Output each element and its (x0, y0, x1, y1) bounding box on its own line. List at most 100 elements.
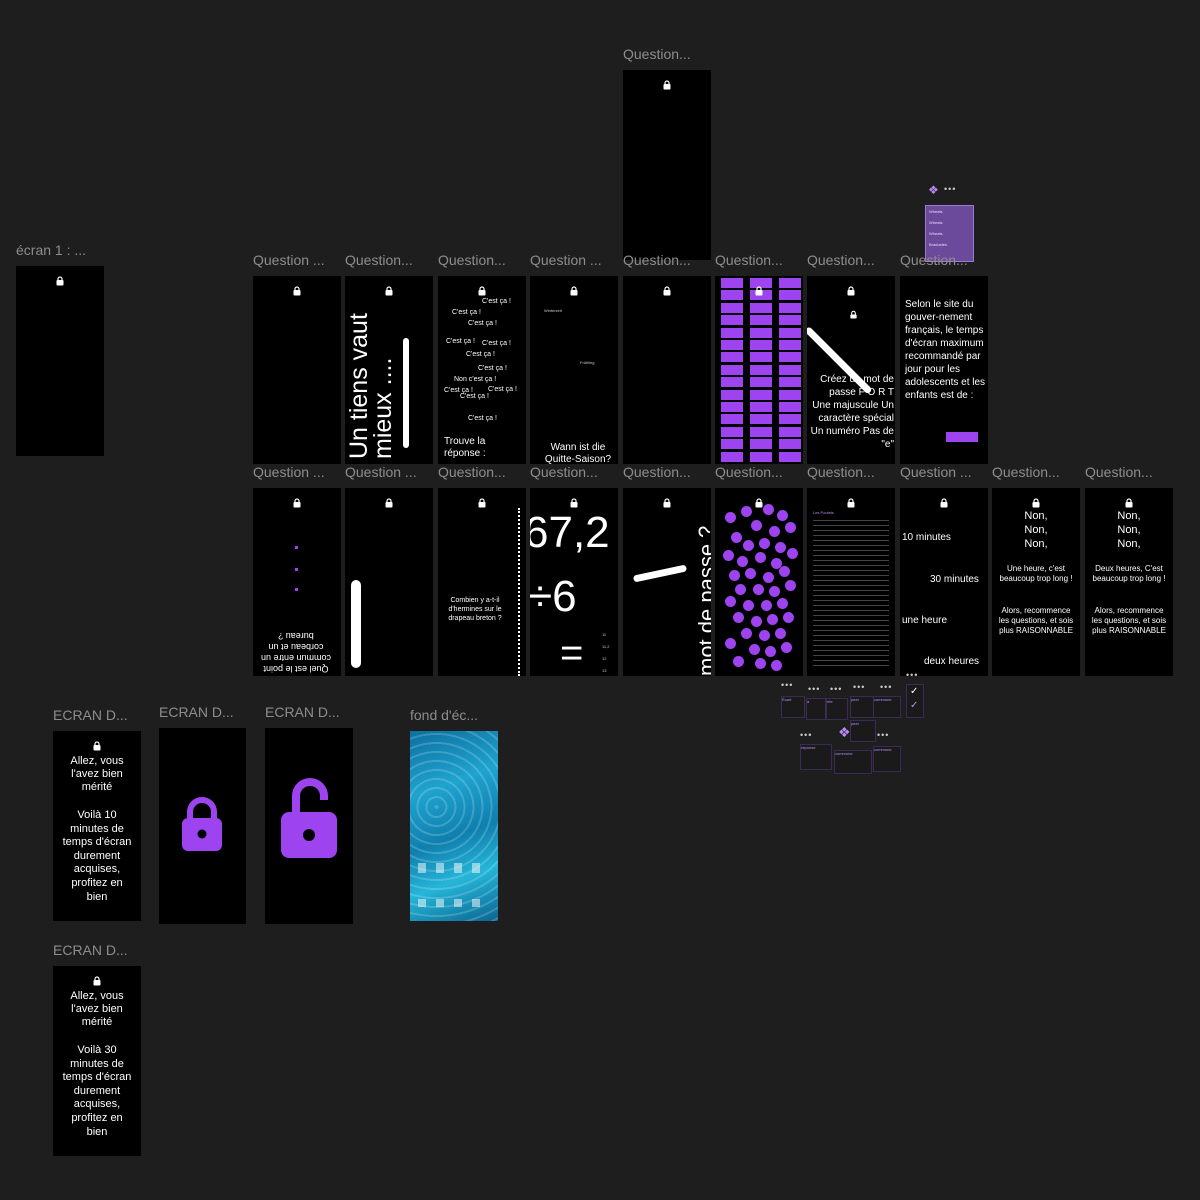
frame-title[interactable]: Question... (530, 464, 598, 480)
component-icon[interactable]: ❖ (838, 724, 851, 740)
purple-dot[interactable] (725, 638, 736, 649)
frame-q-row2-9[interactable]: Non, Non, Non, Une heure, c'est beaucoup… (992, 488, 1080, 676)
grid-cell[interactable] (750, 426, 772, 437)
frame-q-row1-2[interactable]: Un tiens vaut mieux .... (345, 276, 433, 464)
variant-box[interactable]: peer (850, 696, 874, 718)
purple-dot[interactable] (755, 658, 766, 669)
frame-title[interactable]: ECRAN D... (53, 942, 128, 958)
grid-cell[interactable] (750, 327, 772, 338)
frame-ecran-d-3[interactable] (265, 728, 353, 924)
option-text[interactable]: C'est ça ! (466, 351, 495, 358)
wallpaper-preview[interactable] (410, 731, 498, 921)
purple-dot[interactable] (741, 506, 752, 517)
grid-cell[interactable] (779, 290, 801, 301)
frame-q-row2-1[interactable]: Quel est le point commun entre un corbea… (253, 488, 341, 676)
purple-dot[interactable] (763, 504, 774, 515)
grid-cell[interactable] (779, 451, 801, 462)
grid-cell[interactable] (779, 439, 801, 450)
dropdown-item[interactable]: Wheats (929, 220, 943, 225)
frame-title[interactable]: Question ... (253, 464, 325, 480)
grid-cell[interactable] (750, 451, 772, 462)
frame-title[interactable]: Question... (438, 252, 506, 268)
purple-dot[interactable] (785, 522, 796, 533)
slider-bar[interactable] (351, 580, 361, 668)
answer-option[interactable]: 10 minutes (902, 532, 951, 543)
dropdown-item[interactable]: Wheats (929, 231, 943, 236)
frame-title[interactable]: Question ... (530, 252, 602, 268)
variant-box[interactable]: peer (850, 720, 876, 742)
grid-cell[interactable] (750, 352, 772, 363)
option-text[interactable]: C'est ça ! (446, 338, 475, 345)
option-text[interactable]: C'est ça ! (444, 387, 473, 394)
purple-dot[interactable] (787, 548, 798, 559)
option-text[interactable]: C'est ça ! (488, 386, 517, 393)
frame-title[interactable]: Question... (623, 252, 691, 268)
variant-box[interactable]: Écart (781, 696, 805, 718)
slider-bar[interactable] (403, 338, 409, 448)
grid-cell[interactable] (750, 389, 772, 400)
grid-cell[interactable] (721, 451, 743, 462)
answer-box[interactable] (946, 432, 978, 442)
grid-cell[interactable] (721, 302, 743, 313)
grid-cell[interactable] (721, 426, 743, 437)
grid-cell[interactable] (721, 364, 743, 375)
grid-cell[interactable] (779, 302, 801, 313)
variant-box[interactable]: réponse (800, 744, 832, 770)
purple-dot[interactable] (733, 656, 744, 667)
grid-cell[interactable] (779, 426, 801, 437)
option-text[interactable]: Non c'est ça ! (454, 376, 497, 383)
frame-title[interactable]: Question... (623, 464, 691, 480)
purple-dot[interactable] (771, 660, 782, 671)
purple-dot[interactable] (751, 520, 762, 531)
purple-dot[interactable] (761, 600, 772, 611)
frame-ecran-d-2[interactable] (159, 728, 246, 924)
grid-cell[interactable] (779, 340, 801, 350)
grid-cell[interactable] (721, 340, 743, 350)
frame-q-row1-8[interactable]: Selon le site du gouver-nement français,… (900, 276, 988, 464)
grid-cell[interactable] (721, 278, 743, 288)
frame-title[interactable]: Question ... (253, 252, 325, 268)
component-icon[interactable]: ❖ (928, 183, 939, 197)
answer-option[interactable]: 30 minutes (930, 574, 979, 585)
frame-q-row1-5[interactable] (623, 276, 711, 464)
grid-cell[interactable] (779, 402, 801, 412)
grid-cell[interactable] (779, 389, 801, 400)
frame-title[interactable]: Question... (992, 464, 1060, 480)
grid-cell[interactable] (779, 327, 801, 338)
purple-dot[interactable] (763, 572, 774, 583)
purple-dot[interactable] (775, 628, 786, 639)
purple-dot[interactable] (781, 642, 792, 653)
answer-option[interactable]: une heure (902, 615, 948, 626)
answer-option[interactable]: 11,2 (602, 644, 610, 649)
frame-q-row2-8[interactable]: 10 minutes 30 minutes une heure deux heu… (900, 488, 988, 676)
purple-dot[interactable] (725, 596, 736, 607)
frame-q-row2-7[interactable]: Les Poulets (807, 488, 895, 676)
frame-title[interactable]: Question... (715, 252, 783, 268)
frame-q-row2-2[interactable] (345, 488, 433, 676)
option-text[interactable]: C'est ça ! (482, 298, 511, 305)
option-text[interactable]: Winterzeit (544, 308, 562, 313)
grid-cell[interactable] (721, 290, 743, 301)
purple-dot[interactable] (729, 570, 740, 581)
grid-cell[interactable] (721, 315, 743, 326)
grid-cell[interactable] (721, 327, 743, 338)
option-text[interactable]: C'est ça ! (460, 393, 489, 400)
frame-title[interactable]: Question... (715, 464, 783, 480)
purple-dot[interactable] (775, 542, 786, 553)
more-dots[interactable]: ••• (853, 682, 866, 692)
variant-box[interactable]: ete (826, 698, 848, 720)
frame-title[interactable]: Question... (900, 252, 968, 268)
option-text[interactable]: C'est ça ! (452, 309, 481, 316)
purple-dot[interactable] (745, 568, 756, 579)
frame-ecran1[interactable]: ​ (16, 266, 104, 456)
frame-q-row2-3[interactable]: Combien y a-t-il d'hermines sur le drape… (438, 488, 526, 676)
option-text[interactable]: C'est ça ! (482, 340, 511, 347)
grid-cell[interactable] (750, 315, 772, 326)
grid-cell[interactable] (721, 377, 743, 388)
variant-box[interactable]: commune (873, 746, 901, 772)
grid-cell[interactable] (779, 414, 801, 425)
frame-q-row1-1[interactable] (253, 276, 341, 464)
frame-title[interactable]: ECRAN D... (159, 704, 234, 720)
frame-q-row2-6[interactable] (715, 488, 803, 676)
more-dots[interactable]: ••• (877, 730, 890, 740)
